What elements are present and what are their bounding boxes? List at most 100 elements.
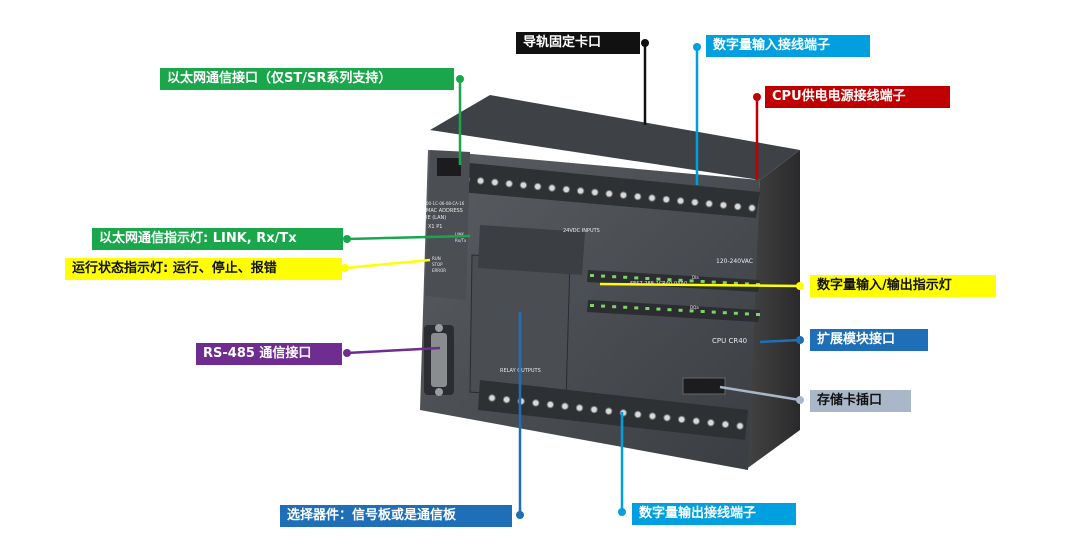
dot-rail [641, 39, 649, 47]
terminal-screw [488, 394, 496, 402]
dot-status-led [341, 264, 349, 272]
io-led [689, 309, 694, 313]
dot-cpu-power [753, 93, 761, 101]
callout-cpu-power-terminals: CPU供电电源接线端子 [765, 86, 950, 108]
leader-rs485 [346, 346, 441, 355]
terminal-screw [634, 410, 642, 419]
io-led [590, 304, 594, 307]
rs485-connector [424, 324, 454, 396]
label-power: 120-240VAC [716, 258, 753, 265]
label-stop: STOP [432, 262, 443, 267]
callout-rail-clip: 导轨固定卡口 [516, 32, 640, 54]
terminal-screw [561, 402, 569, 410]
callout-io-leds: 数字量输入/输出指示灯 [810, 275, 996, 297]
leader-io-led [599, 282, 801, 288]
terminal-screw [519, 181, 528, 189]
terminal-screw [705, 200, 713, 208]
io-led [711, 310, 716, 314]
label-dq: DQa [690, 305, 699, 310]
io-led [678, 278, 683, 282]
io-led [722, 281, 727, 285]
io-led [733, 281, 738, 285]
terminal-screw [662, 195, 670, 204]
terminal-screw [591, 188, 599, 196]
module-cover [478, 225, 585, 275]
ethernet-port [437, 158, 461, 176]
io-led [601, 304, 606, 308]
terminal-screw [575, 404, 584, 412]
io-led [645, 277, 650, 280]
leader-end-dots [341, 39, 804, 519]
label-port: X1 P1 [428, 224, 442, 230]
dot-eth-port [456, 75, 464, 83]
callout-digital-output-terminals: 数字量输出接线端子 [632, 503, 796, 525]
label-ie: IE (LAN) [426, 215, 446, 221]
io-led [667, 278, 672, 282]
io-led [590, 274, 594, 277]
io-led [623, 275, 628, 279]
label-mac: MAC ADDRESS [426, 208, 463, 214]
label-mac-value: 00-1C-06-08-CA-16 [426, 201, 465, 206]
plc-device: CPU CR40 6ES7 288-1CR40-0AA0 MAC ADDRESS… [420, 95, 800, 470]
terminal-screw [719, 201, 728, 209]
terminal-screw [505, 180, 513, 188]
dot-rs485 [343, 349, 351, 357]
plc-top [430, 95, 800, 180]
leader-eth-led [346, 234, 471, 241]
terminal-screw [534, 182, 542, 191]
leader-lines [344, 43, 801, 515]
label-error: ERROR [432, 268, 446, 273]
callout-memory-card-slot: 存储卡插口 [810, 390, 911, 412]
label-inputs: 24VDC INPUTS [563, 228, 600, 234]
io-led [645, 307, 650, 310]
terminal-screw [476, 177, 485, 185]
callout-signal-board: 选择器件：信号板或是通信板 [280, 505, 512, 527]
terminal-screw [736, 422, 744, 430]
label-di: DIa [692, 275, 699, 280]
terminal-screw [576, 187, 585, 195]
output-terminal-strip [478, 380, 748, 440]
plc-side [745, 150, 800, 470]
terminal-screw [691, 198, 699, 206]
terminal-screw [676, 197, 685, 205]
leader-expansion [759, 338, 801, 344]
terminal-screw [548, 184, 556, 192]
io-led [634, 276, 639, 280]
io-led [656, 277, 661, 281]
io-led-strip [587, 270, 760, 322]
sd-card-slot [682, 377, 726, 395]
label-rxtx: Rx/Tx [455, 238, 467, 243]
ethernet-module [425, 150, 470, 300]
leader-sdcard [719, 385, 801, 402]
terminal-screw [605, 407, 613, 415]
io-led [700, 310, 705, 313]
terminal-screw [590, 405, 598, 414]
terminal-screw [605, 190, 613, 198]
dot-io-led [796, 282, 804, 290]
terminal-screw [532, 399, 540, 407]
io-led [634, 306, 639, 310]
terminal-screw [619, 191, 628, 199]
io-led [711, 280, 716, 284]
callout-ethernet-leds: 以太网通信指示灯: LINK, Rx/Tx [92, 228, 343, 250]
io-led [601, 274, 606, 278]
label-link: LINK [455, 232, 464, 237]
label-run: RUN [432, 256, 441, 261]
dot-eth-led [343, 235, 351, 243]
terminal-screw [734, 202, 742, 211]
terminal-screw [707, 419, 715, 427]
io-led [689, 279, 694, 283]
leader-status-led [344, 258, 431, 270]
io-led [612, 275, 617, 279]
callout-ethernet-port: 以太网通信接口（仅ST/SR系列支持） [160, 68, 454, 90]
callout-rs485-port: RS-485 通信接口 [196, 343, 342, 365]
io-led [612, 305, 617, 309]
terminal-screw [748, 204, 756, 212]
io-led [756, 313, 760, 316]
terminal-screw [692, 417, 700, 425]
terminal-screw [562, 185, 570, 194]
label-model: CPU CR40 [712, 337, 747, 345]
dot-sdcard [796, 396, 804, 404]
io-led [623, 305, 628, 309]
